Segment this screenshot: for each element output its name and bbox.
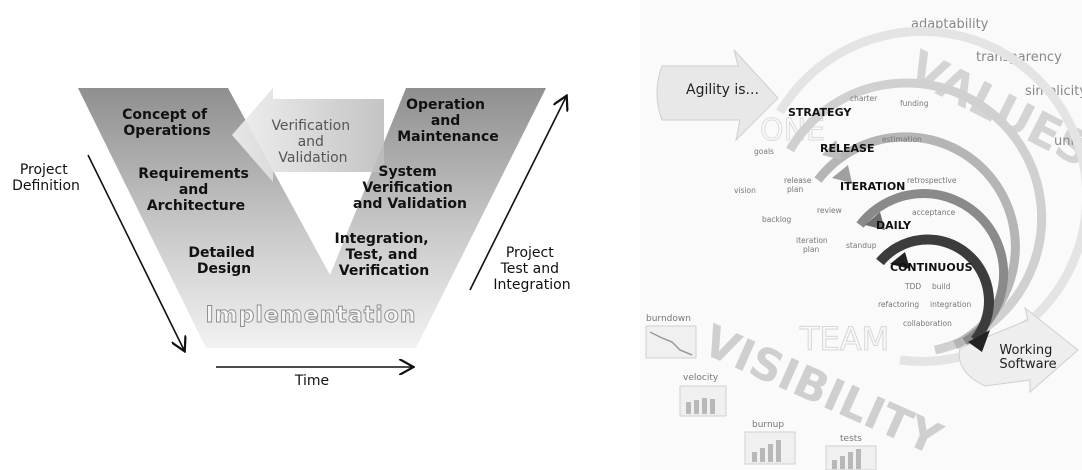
term-refactoring: refactoring bbox=[878, 300, 919, 309]
term-standup: standup bbox=[846, 241, 877, 250]
working-software-arrow bbox=[958, 306, 1079, 394]
release-arc bbox=[786, 78, 1047, 355]
metric-tests: tests bbox=[825, 434, 877, 470]
term-review: review bbox=[817, 206, 842, 215]
verification-label: Verification and Validation bbox=[271, 118, 354, 166]
concept-of-operations-label: Concept of Operations bbox=[122, 107, 212, 139]
time-label: Time bbox=[294, 373, 329, 389]
term-goals: goals bbox=[754, 147, 774, 156]
term-backlog: backlog bbox=[762, 215, 791, 224]
level-daily: DAILY bbox=[876, 219, 912, 232]
working-software-label: Working Software bbox=[999, 343, 1056, 372]
term-collaboration: collaboration bbox=[903, 319, 952, 328]
level-iteration: ITERATION bbox=[840, 180, 905, 193]
term-charter: charter bbox=[850, 94, 878, 103]
detailed-design-label: Detailed Design bbox=[188, 245, 259, 277]
agile-diagram: ONE TEAM VALUES VISIBILITY adaptability … bbox=[640, 0, 1082, 470]
term-integration: integration bbox=[930, 300, 971, 309]
metric-burnup: burnup bbox=[744, 420, 796, 465]
level-continuous: CONTINUOUS bbox=[890, 261, 973, 274]
term-estimation: estimation bbox=[882, 135, 922, 144]
metric-velocity: velocity bbox=[679, 373, 727, 417]
agility-arrow bbox=[656, 49, 779, 142]
v-model-diagram: Verification and Validation Concept of O… bbox=[12, 88, 571, 389]
working-software-pointer bbox=[968, 330, 990, 352]
term-vision: vision bbox=[734, 186, 756, 195]
integration-test-label: Integration, Test, and Verification bbox=[334, 231, 433, 279]
verification-arrow bbox=[232, 88, 384, 182]
project-test-arrow bbox=[469, 97, 566, 291]
level-strategy: STRATEGY bbox=[788, 106, 852, 119]
system-verification-label: System Verification and Validation bbox=[353, 164, 467, 212]
agility-label: Agility is... bbox=[686, 82, 759, 98]
term-retrospective: retrospective bbox=[907, 176, 957, 185]
term-funding: funding bbox=[900, 99, 929, 108]
term-build: build bbox=[932, 282, 951, 291]
metric-burndown-label: burndown bbox=[646, 314, 691, 324]
v-shape bbox=[78, 88, 546, 348]
term-tdd: TDD bbox=[904, 282, 921, 291]
operation-maintenance-label: Operation and Maintenance bbox=[397, 97, 499, 145]
term-acceptance: acceptance bbox=[912, 208, 956, 217]
daily-arc bbox=[856, 189, 1009, 346]
team-word: TEAM bbox=[799, 320, 889, 358]
metric-burndown: burndown bbox=[645, 314, 697, 359]
iteration-arrowhead bbox=[832, 165, 852, 183]
metric-velocity-label: velocity bbox=[683, 373, 719, 383]
metric-burnup-label: burnup bbox=[752, 420, 784, 430]
project-definition-label: Project Definition bbox=[12, 162, 80, 194]
small-terms: charter funding estimation goals vision … bbox=[734, 94, 971, 328]
metric-tests-label: tests bbox=[840, 434, 862, 444]
project-test-integration-label: Project Test and Integration bbox=[493, 245, 570, 293]
requirements-architecture-label: Requirements and Architecture bbox=[138, 166, 253, 214]
implementation-label: Implementation bbox=[205, 303, 416, 328]
continuous-arrowhead bbox=[890, 252, 910, 269]
project-definition-arrow bbox=[87, 154, 184, 350]
continuous-arc bbox=[876, 234, 994, 344]
release-arrowhead bbox=[822, 140, 842, 160]
level-release: RELEASE bbox=[820, 142, 874, 155]
daily-arrowhead bbox=[865, 212, 885, 230]
